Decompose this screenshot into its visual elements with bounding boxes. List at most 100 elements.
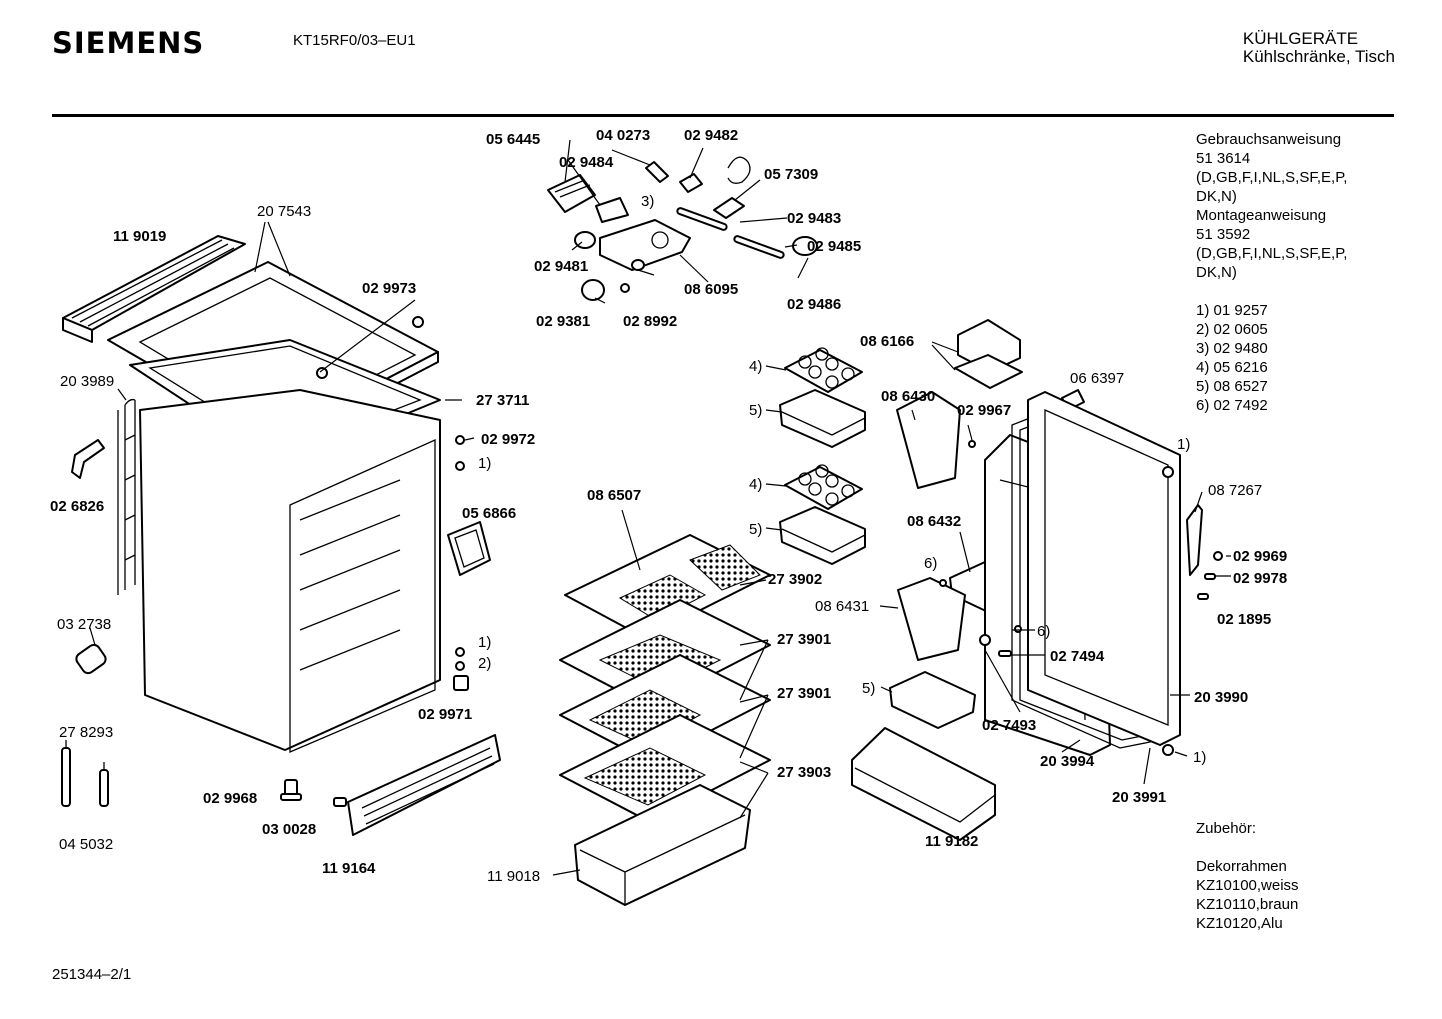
part-label: 02 6826	[50, 498, 104, 515]
part-label: 02 7494	[1050, 648, 1105, 665]
crisper-drawer	[574, 784, 751, 906]
part-label: 02 9969	[1233, 548, 1287, 565]
part-label: 27 3901	[777, 685, 831, 702]
part-label: 02 7493	[982, 717, 1036, 734]
footnote-ref: 6)	[1037, 623, 1050, 640]
part-label: 11 9164	[322, 860, 376, 877]
manual-line: Gebrauchsanweisung	[1196, 131, 1342, 148]
part-label: 02 9973	[362, 280, 416, 297]
manual-line: Montageanweisung	[1196, 207, 1327, 224]
part-label: 02 9967	[957, 402, 1011, 419]
part-label: 27 3903	[777, 764, 831, 781]
base-grille	[347, 734, 501, 836]
part-label: 08 6430	[881, 388, 935, 405]
footnote-ref: 6)	[924, 555, 937, 572]
model-number: KT15RF0/03–EU1	[293, 32, 416, 49]
footnote-line: 1) 01 9257	[1196, 302, 1268, 319]
part-label: 02 9481	[534, 258, 588, 275]
small-clips	[316, 316, 469, 807]
footnote-line: 4) 05 6216	[1196, 359, 1268, 376]
part-label: 20 3994	[1040, 753, 1095, 770]
category-title: KÜHLGERÄTE Kühlschränke, Tisch	[1243, 30, 1395, 66]
part-label: 02 9484	[559, 154, 614, 171]
header-divider	[52, 114, 1394, 117]
accessories-list: Zubehör: Dekorrahmen KZ10100,weiss KZ101…	[1196, 819, 1299, 933]
part-label: 08 6166	[860, 333, 914, 350]
part-label: 03 2738	[57, 616, 111, 633]
footnote-ref: 1)	[1193, 749, 1206, 766]
category-line-2: Kühlschränke, Tisch	[1242, 47, 1395, 66]
footnote-ref: 1)	[478, 634, 491, 651]
part-label: 02 9978	[1233, 570, 1287, 587]
document-number: 251344–2/1	[52, 966, 132, 983]
part-label: 08 6432	[907, 513, 961, 530]
part-label: 20 3989	[60, 373, 114, 390]
footnote-line: 3) 02 9480	[1196, 340, 1268, 357]
part-label: 20 3990	[1194, 689, 1248, 706]
egg-tray-upper	[784, 347, 863, 393]
manual-line: (D,GB,F,I,NL,S,SF,E,P,	[1196, 245, 1348, 262]
glass-shelf-3	[559, 714, 771, 823]
footnote-ref: 2)	[478, 655, 491, 672]
part-label: 08 6095	[684, 281, 738, 298]
manual-line: 51 3592	[1196, 226, 1251, 243]
part-label: 02 9381	[536, 313, 590, 330]
door-hinge-bracket	[71, 439, 105, 479]
part-label: 02 9482	[684, 127, 738, 144]
part-label: 02 8992	[623, 313, 677, 330]
cabinet-body	[139, 389, 441, 753]
part-label: 27 8293	[59, 724, 113, 741]
part-label: 08 7267	[1208, 482, 1262, 499]
accessory-line: Dekorrahmen	[1196, 858, 1287, 875]
part-label: 27 3902	[768, 571, 822, 588]
manual-line: DK,N)	[1196, 264, 1237, 281]
part-label: 03 0028	[262, 821, 316, 838]
sensor-probes	[61, 740, 109, 807]
condenser-coil	[117, 398, 136, 595]
manual-line: DK,N)	[1196, 188, 1237, 205]
accessory-line: KZ10100,weiss	[1196, 877, 1299, 894]
accessory-line: KZ10120,Alu	[1196, 915, 1283, 932]
butter-box-lower	[779, 506, 866, 565]
part-label: 06 6397	[1070, 370, 1124, 387]
part-label: 05 6445	[486, 131, 540, 148]
drain-connector	[75, 643, 107, 675]
part-label: 11 9019	[113, 228, 166, 245]
footnote-ref: 5)	[862, 680, 875, 697]
part-label: 11 9018	[487, 868, 540, 885]
cover-plate	[447, 521, 491, 576]
accessory-line: KZ10110,braun	[1196, 896, 1299, 913]
part-label: 02 9485	[807, 238, 861, 255]
part-label: 11 9182	[925, 833, 978, 850]
part-label: 08 6431	[815, 598, 869, 615]
category-line-1: KÜHLGERÄTE	[1242, 29, 1359, 48]
footnote-ref: 4)	[749, 358, 762, 375]
manuals-list: Gebrauchsanweisung 51 3614 (D,GB,F,I,NL,…	[1196, 130, 1347, 415]
part-label: 05 7309	[764, 166, 818, 183]
part-label: 20 3991	[1112, 789, 1166, 806]
siemens-logo: SIEMENS	[52, 26, 205, 60]
accessories-heading: Zubehör:	[1196, 820, 1257, 837]
thermostat-parts	[547, 156, 818, 301]
footnote-line: 2) 02 0605	[1196, 321, 1268, 338]
part-label: 02 9486	[787, 296, 841, 313]
manual-line: 51 3614	[1196, 150, 1251, 167]
leader-lines	[89, 139, 1203, 876]
part-label: 02 1895	[1217, 611, 1271, 628]
butter-box-upper	[779, 389, 866, 448]
footnote-ref: 3)	[641, 193, 654, 210]
freezer-lid-box	[954, 319, 1023, 389]
footnote-ref: 4)	[749, 476, 762, 493]
footnote-ref: 5)	[749, 521, 762, 538]
part-label: 02 9968	[203, 790, 257, 807]
part-label: 08 6507	[587, 487, 641, 504]
part-label: 02 9483	[787, 210, 841, 227]
footnote-line: 5) 08 6527	[1196, 378, 1268, 395]
part-label: 02 9971	[418, 706, 472, 723]
door-bottle-shelf	[851, 727, 996, 841]
manual-line: (D,GB,F,I,NL,S,SF,E,P,	[1196, 169, 1348, 186]
footnote-ref: 1)	[1177, 436, 1190, 453]
footnote-ref: 5)	[749, 402, 762, 419]
freezer-shelf-tray	[564, 534, 771, 639]
egg-tray-lower	[784, 464, 863, 510]
